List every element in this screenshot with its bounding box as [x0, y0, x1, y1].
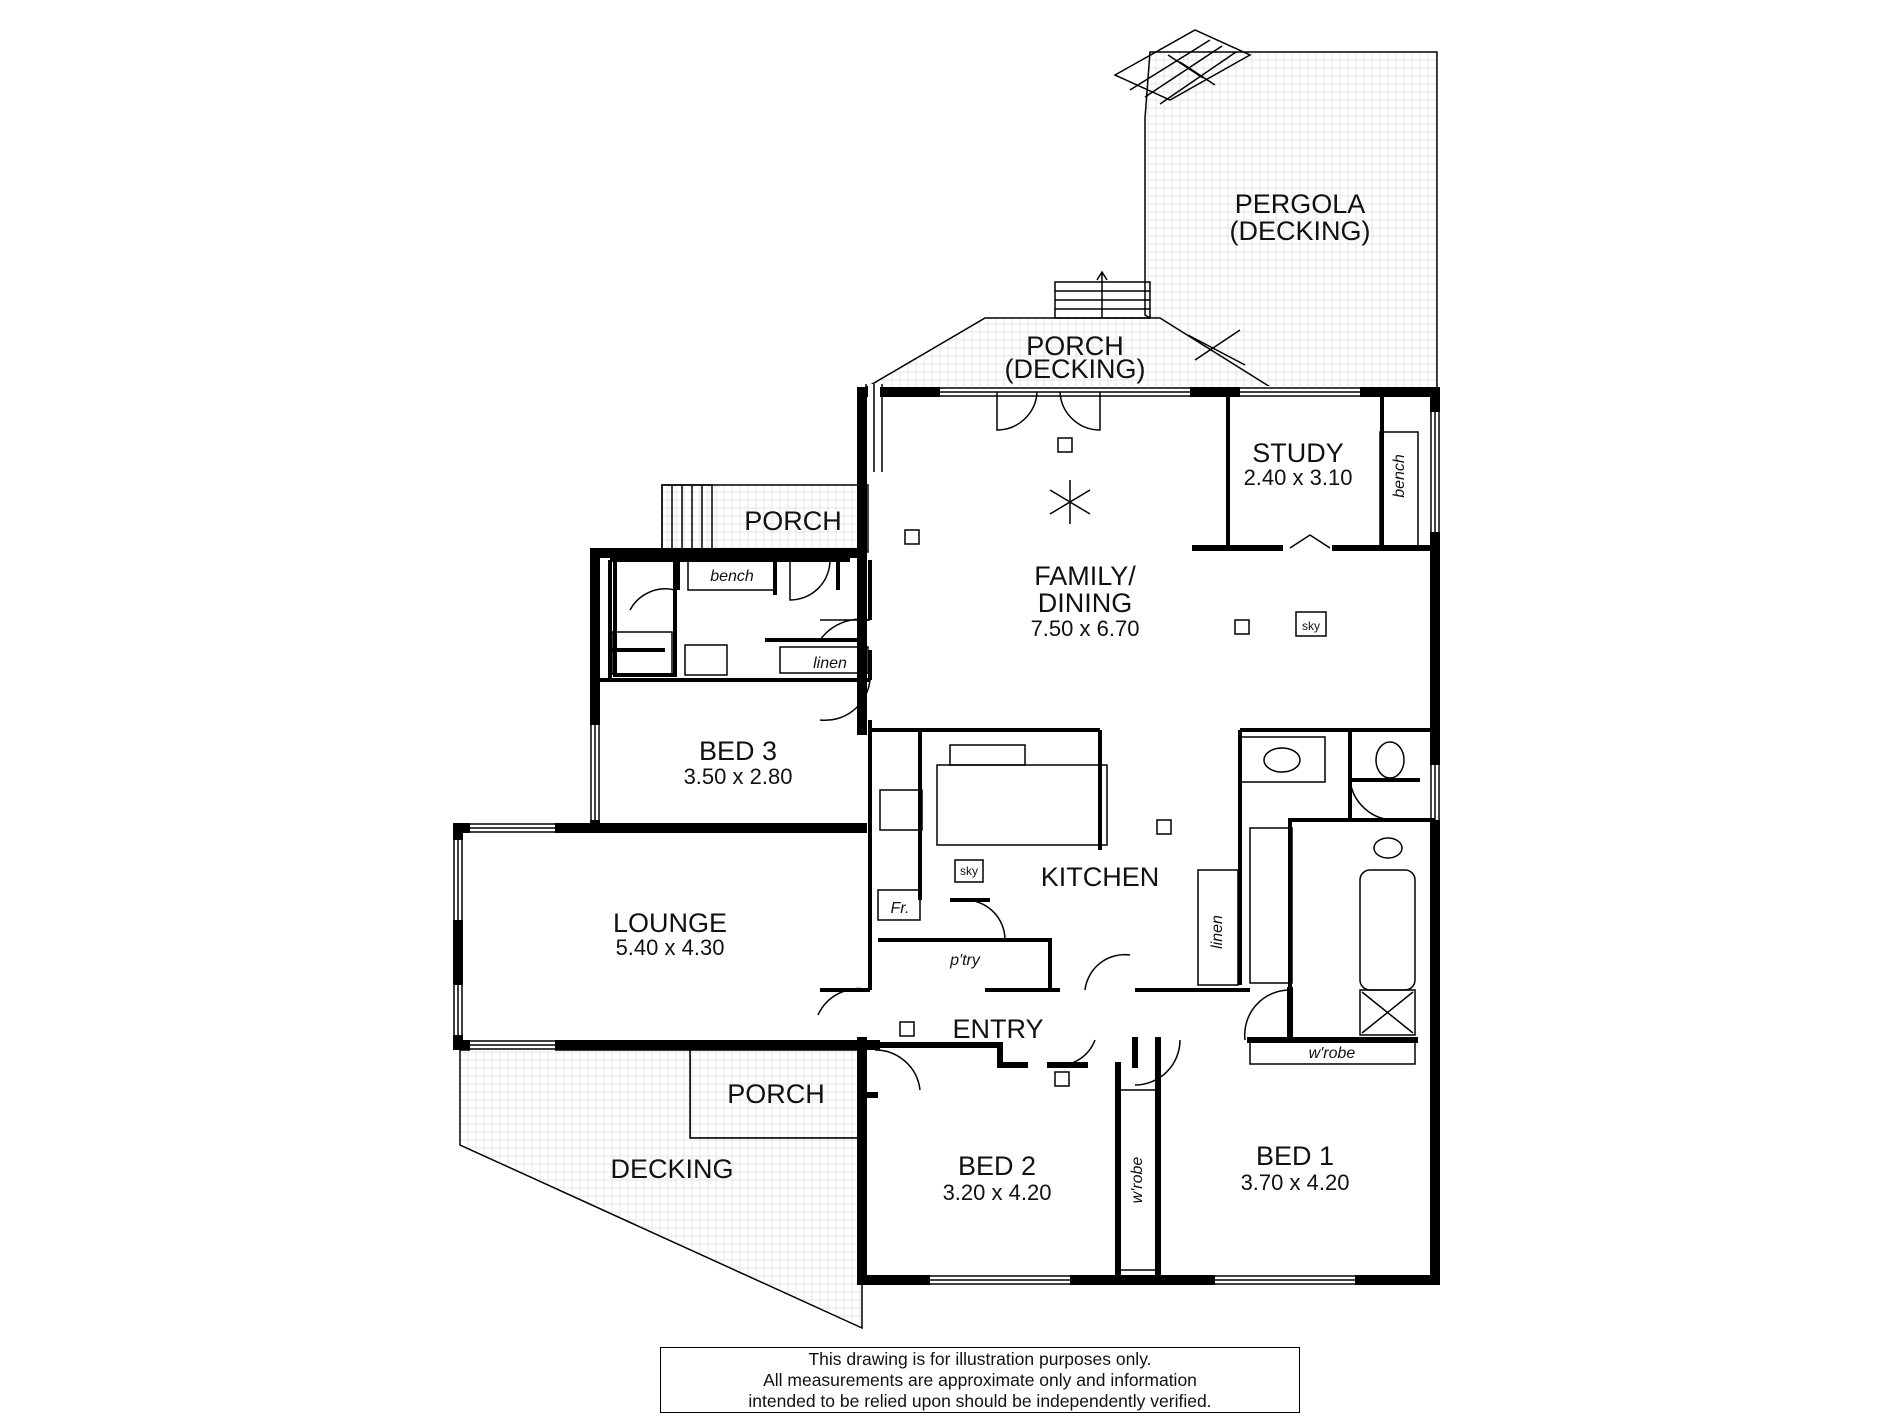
- porch-side-label: PORCH: [744, 506, 842, 536]
- fixtures: [611, 431, 1419, 1271]
- steps: [661, 29, 1252, 553]
- windows: [452, 384, 1441, 1286]
- disclaimer-line-1: This drawing is for illustration purpose…: [808, 1349, 1152, 1369]
- porch-front-label: PORCH: [727, 1079, 825, 1109]
- study-label: STUDY: [1252, 438, 1344, 468]
- bench-study-label: bench: [1391, 454, 1408, 498]
- fixture-labels: bench bench linen linen sky sky Fr. p'tr…: [710, 454, 1408, 1203]
- kitchen-label: KITCHEN: [1041, 862, 1160, 892]
- lounge-label: LOUNGE: [613, 908, 727, 938]
- outdoor-decking: [459, 51, 1438, 1330]
- pergola-sub-label: (DECKING): [1230, 216, 1371, 246]
- bed1-dim: 3.70 x 4.20: [1241, 1170, 1350, 1195]
- linen-laundry-label: linen: [813, 655, 847, 672]
- wrobe-bed2-label: w'robe: [1129, 1157, 1146, 1204]
- porch-top-sub-label: (DECKING): [1005, 354, 1146, 384]
- bed2-dim: 3.20 x 4.20: [943, 1180, 1052, 1205]
- bed2-label: BED 2: [958, 1151, 1036, 1181]
- bench-laundry-label: bench: [710, 568, 754, 585]
- decking-label: DECKING: [610, 1154, 733, 1184]
- door-swings: [629, 391, 1396, 1091]
- bed3-label: BED 3: [699, 736, 777, 766]
- disclaimer-box: This drawing is for illustration purpose…: [660, 1347, 1300, 1413]
- lounge-dim: 5.40 x 4.30: [616, 935, 725, 960]
- bed3-dim: 3.50 x 2.80: [684, 764, 793, 789]
- wrobe-bed1-label: w'robe: [1309, 1045, 1356, 1062]
- bed1-label: BED 1: [1256, 1141, 1334, 1171]
- disclaimer-line-3: intended to be relied upon should be ind…: [748, 1391, 1212, 1411]
- sky-family-label: sky: [1302, 619, 1320, 633]
- ceiling-fittings: [899, 437, 1250, 1087]
- family-dim: 7.50 x 6.70: [1031, 616, 1140, 641]
- study-dim: 2.40 x 3.10: [1244, 465, 1353, 490]
- sky-kitchen-label: sky: [960, 864, 978, 878]
- family-label-1: FAMILY/: [1034, 561, 1136, 591]
- room-labels: PERGOLA (DECKING) PORCH (DECKING) PORCH …: [610, 189, 1370, 1205]
- porch-top-label: PORCH: [1026, 331, 1124, 361]
- linen-hall-label: linen: [1209, 915, 1226, 949]
- disclaimer-line-2: All measurements are approximate only an…: [763, 1370, 1197, 1390]
- entry-label: ENTRY: [952, 1014, 1043, 1044]
- family-label-2: DINING: [1038, 588, 1133, 618]
- pergola-label: PERGOLA: [1235, 189, 1366, 219]
- fridge-label: Fr.: [891, 900, 910, 917]
- pantry-label: p'try: [949, 952, 981, 969]
